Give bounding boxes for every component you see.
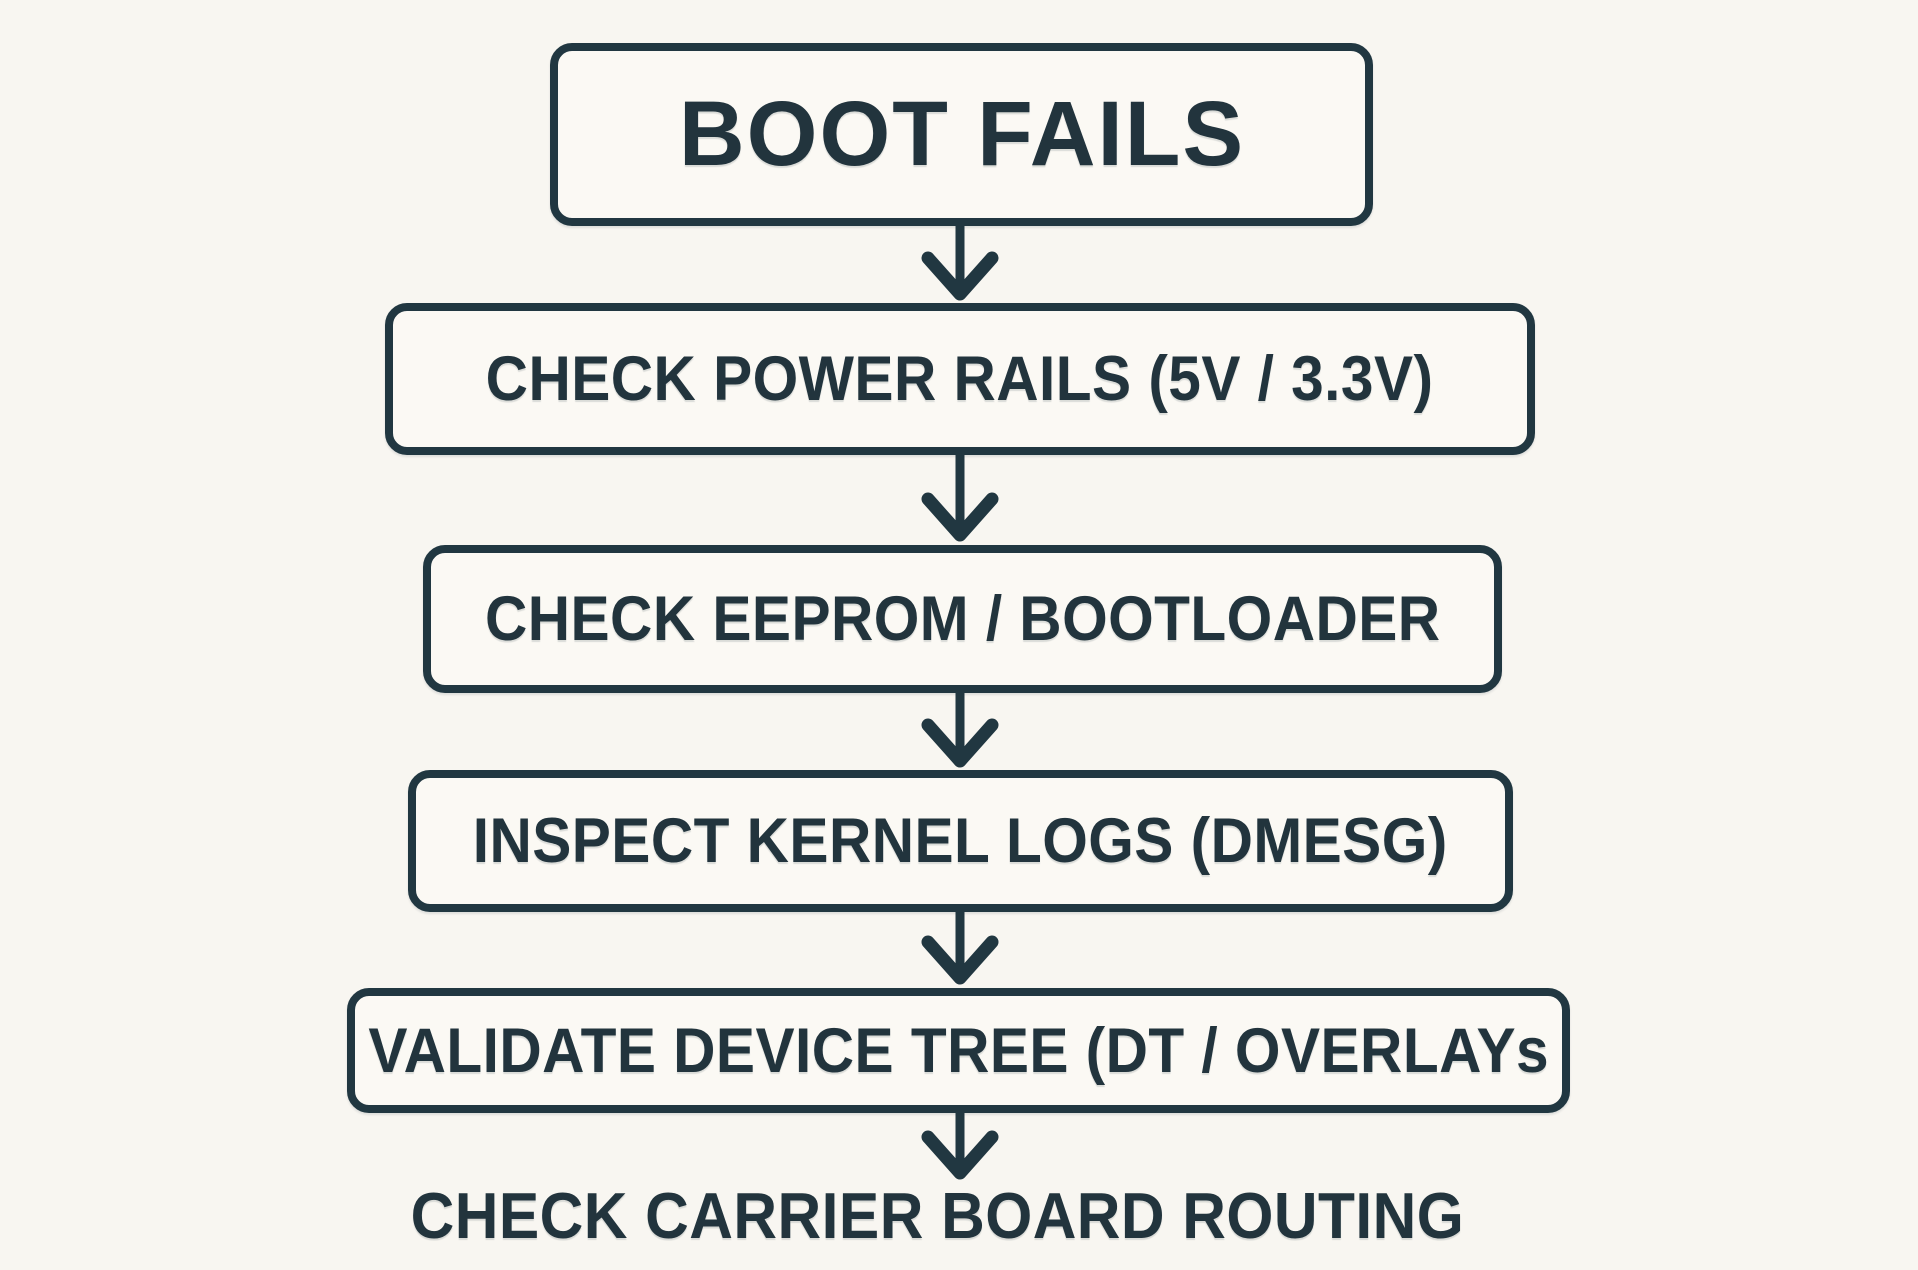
arrow-down-icon (921, 691, 999, 768)
flow-node-check-eeprom-bootloader-label: CHECK EEPROM / BOOTLOADER (484, 584, 1441, 654)
flow-node-validate-device-tree: VALIDATE DEVICE TREE (DT / OVERLAYs (347, 988, 1570, 1113)
arrow-down-icon (921, 453, 999, 542)
arrow-down-icon (921, 910, 999, 985)
arrow-down-icon (921, 1111, 999, 1180)
flow-node-inspect-kernel-logs-label: INSPECT KERNEL LOGS (DMESG) (472, 806, 1449, 876)
flow-node-check-power-rails-label: CHECK POWER RAILS (5V / 3.3V) (486, 344, 1434, 414)
arrow-down-icon (921, 224, 999, 301)
flow-node-validate-device-tree-label: VALIDATE DEVICE TREE (DT / OVERLAYs (368, 1015, 1549, 1086)
flow-node-check-carrier-board-routing: CHECK CARRIER BOARD ROUTING (0, 1178, 1896, 1253)
flow-node-boot-fails-label: BOOT FAILS (678, 83, 1245, 185)
flow-node-check-carrier-board-routing-label: CHECK CARRIER BOARD ROUTING (410, 1179, 1464, 1252)
flow-node-inspect-kernel-logs: INSPECT KERNEL LOGS (DMESG) (408, 770, 1513, 912)
flow-node-boot-fails: BOOT FAILS (550, 43, 1373, 226)
flow-node-check-eeprom-bootloader: CHECK EEPROM / BOOTLOADER (423, 545, 1502, 693)
flow-node-check-power-rails: CHECK POWER RAILS (5V / 3.3V) (385, 303, 1535, 455)
